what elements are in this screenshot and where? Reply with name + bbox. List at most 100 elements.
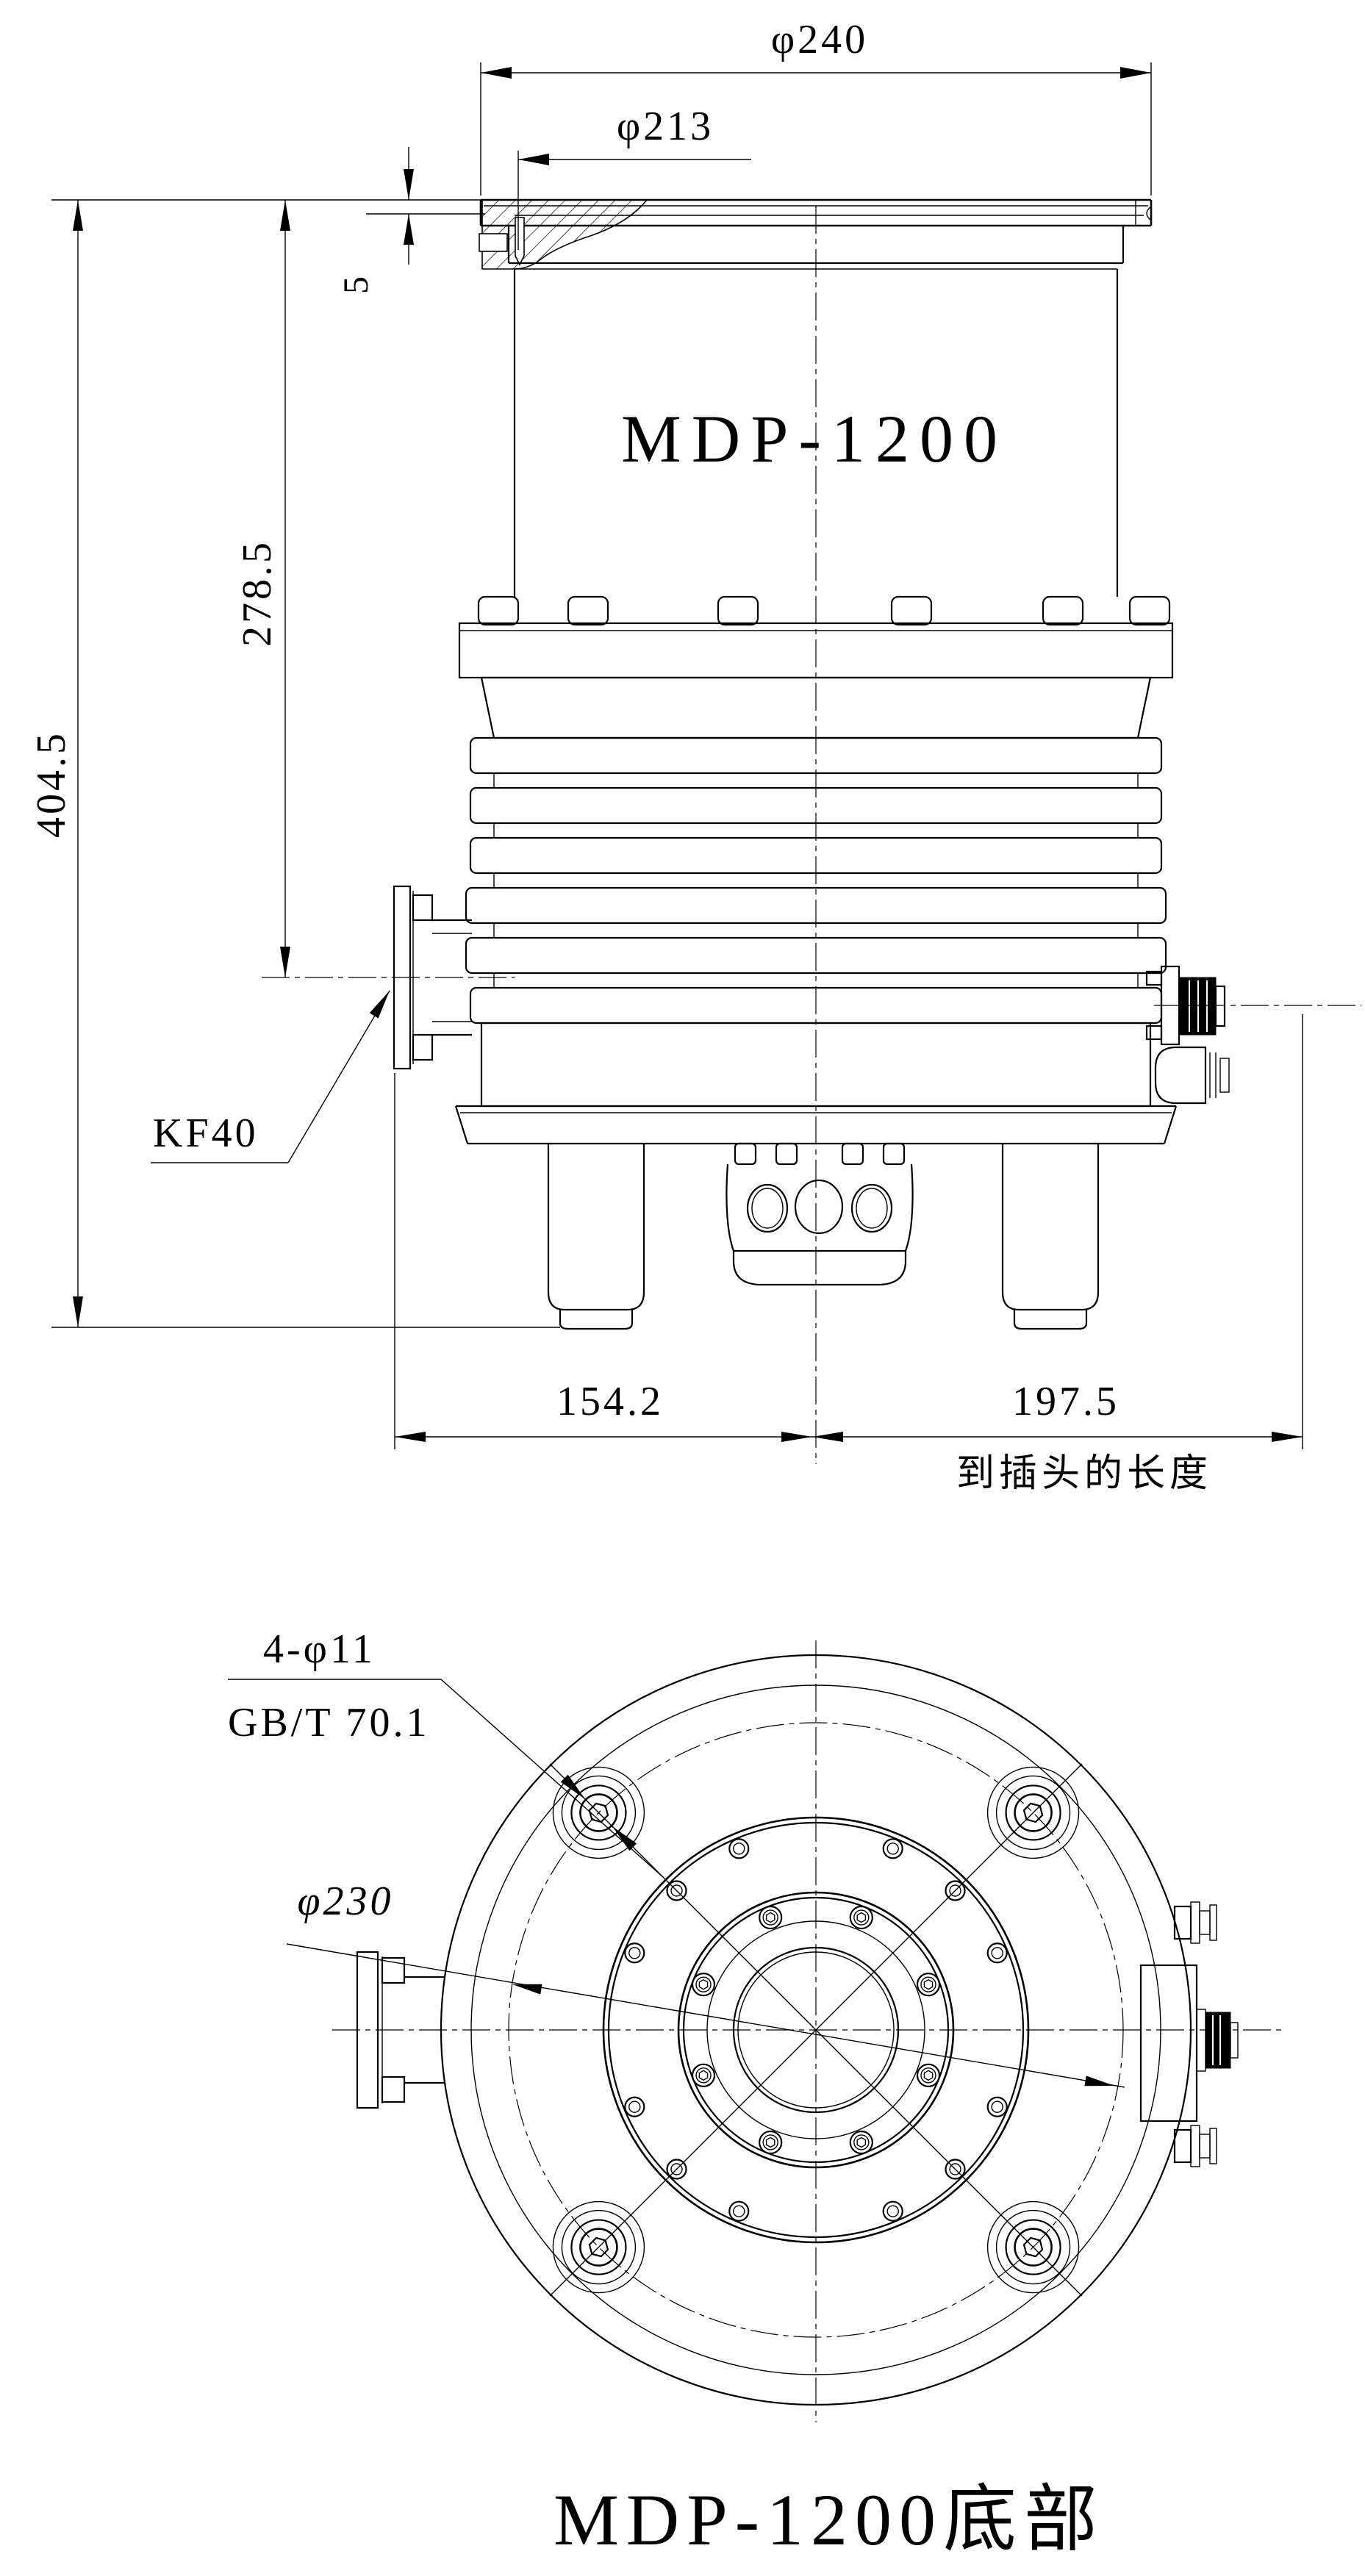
foot-bolt-counterbore: [986, 2200, 1080, 2294]
bolt-hole: [728, 2200, 750, 2222]
bolt-hole: [945, 2159, 966, 2180]
top-flange: [479, 198, 1153, 270]
right-foot: [1001, 1144, 1100, 1311]
bolt-hole: [986, 1942, 1008, 1964]
socket-screw-hex: [856, 1912, 867, 1923]
bolt-circle-callout: φ230: [286, 1879, 1125, 2088]
foot-bolt-counterbore: [986, 1766, 1080, 1859]
socket-screw-head: [695, 2067, 712, 2084]
dim-278-5: 278.5: [234, 200, 290, 977]
dim-5-text: 5: [337, 276, 376, 294]
bolt-hole-inner: [991, 1947, 1003, 1959]
foot-bolt-head: [1005, 1784, 1061, 1841]
socket-screw-hex: [698, 2070, 709, 2081]
dim-phi213-text: φ213: [617, 104, 714, 149]
bolt-hole: [624, 1942, 645, 1964]
side-view: MDP-1200: [29, 17, 1361, 1495]
diagonal-line-2: [549, 1763, 1083, 2297]
kf40-callout: KF40: [151, 990, 390, 1163]
socket-screw-hex: [765, 2136, 775, 2148]
left-foot-pad: [559, 1310, 634, 1330]
socket-screw-head: [853, 1909, 870, 1926]
dim-404-5-text: 404.5: [29, 731, 74, 838]
socket-screw-head: [695, 1976, 712, 1992]
bolt-hole: [945, 1880, 966, 1901]
purge-fitting: [1154, 1046, 1207, 1105]
socket-screw-hex: [923, 1978, 934, 1990]
socket-screw: [759, 1905, 783, 1930]
foot-bolt-shank: [1014, 2228, 1053, 2267]
model-label: MDP-1200: [621, 401, 1008, 476]
screw-callout: 4-φ11 GB/T 70.1: [228, 1626, 664, 1878]
plug-note-text: 到插头的长度: [956, 1453, 1212, 1495]
foot-bolt-hex: [588, 2236, 609, 2258]
plug-connector-bottom: [1205, 2012, 1231, 2069]
socket-screw-head: [762, 1909, 778, 1926]
dim-phi240-text: φ240: [771, 17, 868, 62]
foot-bolt-washer: [561, 1775, 637, 1851]
socket-screw-head: [920, 2067, 936, 2084]
bolt-hole-inner: [670, 2163, 683, 2175]
socket-screw-head: [762, 2134, 778, 2150]
bottom-view: 4-φ11 GB/T 70.1 φ230 MDP-1200底部: [228, 1626, 1285, 2561]
socket-screw-hex: [856, 2136, 867, 2148]
bolt-hole-inner: [628, 2100, 641, 2113]
left-foot: [547, 1144, 645, 1311]
bolt-hole-inner: [949, 1884, 961, 1897]
dim-154-2-text: 154.2: [556, 1379, 664, 1424]
bolt-hole-inner: [991, 2100, 1003, 2113]
foot-bolt-shank: [1014, 1793, 1053, 1832]
kf40-label: KF40: [153, 1111, 259, 1156]
bolt-hole: [986, 2096, 1008, 2117]
socket-screw: [691, 1973, 716, 1997]
screw-callout-line2: GB/T 70.1: [228, 1700, 430, 1746]
flange-pin: [515, 217, 525, 266]
foot-bolt-washer: [995, 1775, 1071, 1851]
flange-inner-circle: [677, 1891, 955, 2169]
kf40-port: [262, 885, 515, 1070]
foot-bolt-head: [1005, 2219, 1061, 2275]
inner-body-circle: [470, 1685, 1161, 2375]
bottom-view-title: MDP-1200底部: [553, 2479, 1105, 2561]
foot-bolt-hex: [1022, 1802, 1044, 1823]
bolt-hole: [728, 1838, 750, 1859]
bolt-hole: [666, 2159, 687, 2180]
top-fitting: [1173, 1901, 1217, 1944]
flange-outer-circle: [602, 1816, 1030, 2244]
outer-body-circle: [440, 1654, 1192, 2406]
kf40-port-bottom: [356, 1951, 444, 2109]
screw-callout-line1: 4-φ11: [263, 1626, 376, 1672]
bolt-hole-inner: [670, 1884, 683, 1897]
foot-bolt-head: [570, 2219, 627, 2275]
body-bolt-bumps: [477, 595, 1171, 626]
dim-bottom: 154.2 197.5 到插头的长度: [394, 1014, 1303, 1495]
bolt-hole-inner: [886, 2205, 899, 2217]
socket-screw-hex: [765, 1912, 775, 1923]
socket-screw-hex: [698, 1978, 709, 1990]
bolt-hole-inner: [886, 1843, 899, 1855]
pump-upper-body: MDP-1200: [507, 226, 1125, 597]
foot-bolt-washer: [561, 2209, 637, 2285]
socket-screw: [916, 1973, 941, 1997]
foot-bolt-counterbore: [552, 1766, 645, 1859]
right-foot-pad: [1013, 1310, 1088, 1330]
dim-5: 5: [337, 147, 485, 294]
bottom-fitting: [1173, 2125, 1217, 2167]
socket-screw-head: [853, 2134, 870, 2150]
bottom-center-housing: [726, 1142, 914, 1286]
socket-screw: [759, 2130, 783, 2155]
foot-bolt-washer: [995, 2209, 1071, 2285]
socket-screw: [849, 2130, 873, 2155]
bolt-hole-inner: [628, 1947, 641, 1959]
bolt-hole: [882, 1838, 903, 1859]
bolt-hole: [882, 2200, 903, 2222]
bolt-circle: [508, 1722, 1124, 2338]
center-bore-circle: [732, 1946, 900, 2114]
foot-bolt-counterbore: [552, 2200, 645, 2294]
socket-screw-head: [920, 1976, 936, 1992]
socket-screw: [849, 1905, 873, 1930]
base-assembly: [454, 1105, 1178, 1330]
connector-block: [1139, 1901, 1239, 2167]
bolt-hole-inner: [733, 2205, 745, 2217]
